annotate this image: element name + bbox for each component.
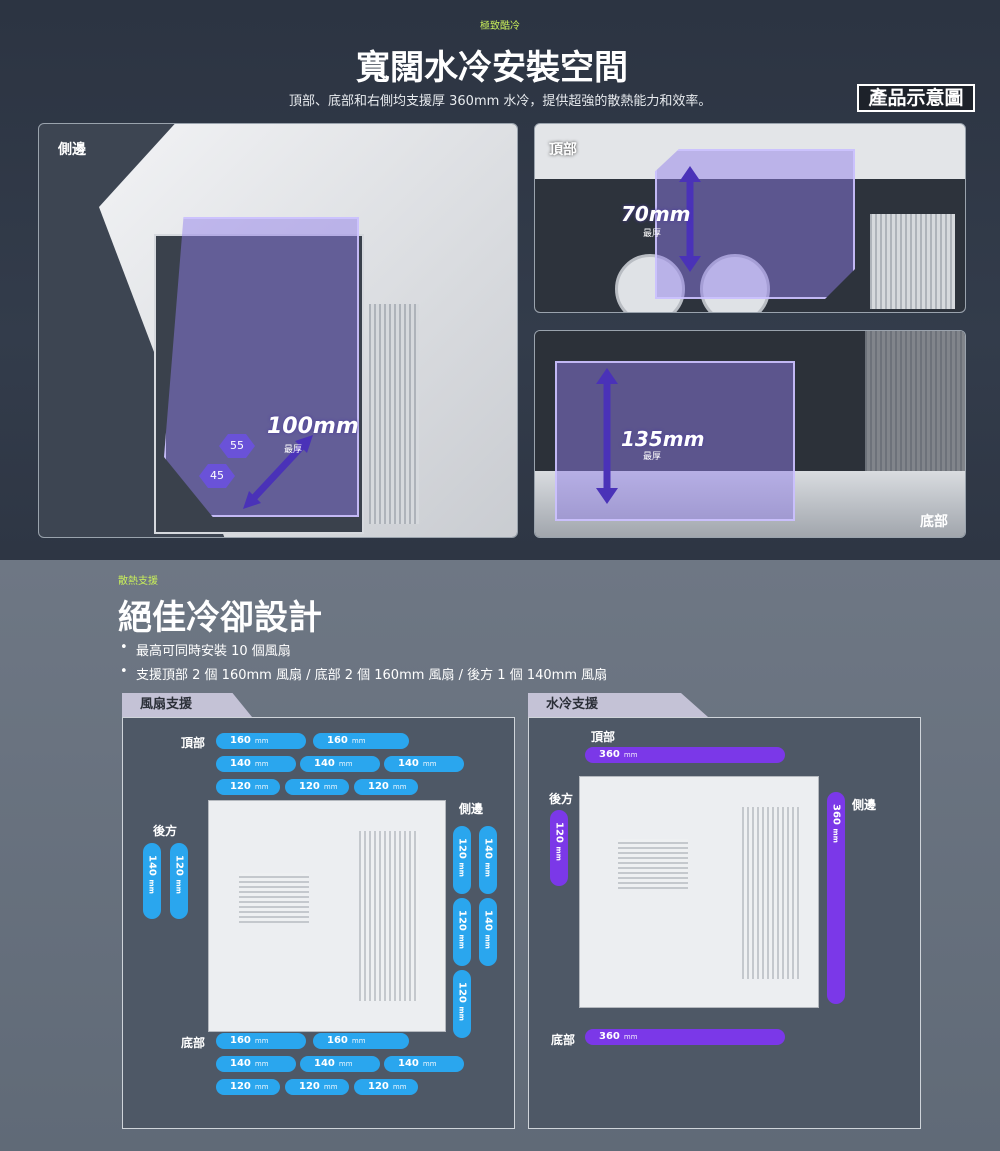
- section-title: 寬闊水冷安裝空間: [356, 48, 628, 88]
- photo-label-side: 側邊: [58, 142, 86, 158]
- case-diagram-water: [579, 776, 819, 1008]
- fan-pill-side-120: 120 mm: [453, 826, 471, 894]
- photo-label-top: 頂部: [549, 142, 577, 158]
- fan-rear-label: 後方: [153, 824, 178, 838]
- photo-label-bottom: 底部: [920, 514, 948, 530]
- water-rear-label: 後方: [549, 792, 574, 806]
- radiator-volume-bottom: [555, 361, 795, 521]
- cooling-section: 散熱支援 絕佳冷卻設計 最高可同時安裝 10 個風扇 支援頂部 2 個 160m…: [0, 560, 1000, 1151]
- water-top-label: 頂部: [591, 730, 616, 744]
- fan-top-label: 頂部: [181, 736, 206, 750]
- hex-45: 45: [199, 464, 235, 488]
- case-grille: [369, 304, 419, 524]
- diagram-mesh: [618, 839, 688, 889]
- side-radiator-photo: 側邊 100mm 最厚 55 45: [38, 123, 518, 538]
- dim-sub-bottom: 最厚: [643, 452, 662, 462]
- bottom-grille: [865, 331, 965, 471]
- fan-pill-side-140: 140 mm: [479, 826, 497, 894]
- dim-sub-side: 最厚: [284, 445, 303, 455]
- tab-fan-support[interactable]: 風扇支援: [122, 693, 252, 717]
- water-bottom-label: 底部: [551, 1033, 576, 1047]
- dim-70mm: 70mm: [621, 202, 691, 226]
- fan-bottom-label: 底部: [181, 1036, 206, 1050]
- thickness-arrow-side: [243, 435, 313, 509]
- case-interior: [154, 234, 364, 534]
- fan-right: [700, 254, 770, 312]
- hex-55: 55: [219, 434, 255, 458]
- bullet-item: 最高可同時安裝 10 個風扇: [120, 640, 291, 659]
- thickness-arrow-top: [679, 166, 701, 272]
- case-diagram-fan: [208, 800, 446, 1032]
- top-radiator-photo: 頂部 70mm 最厚: [534, 123, 966, 313]
- bullet-item: 支援頂部 2 個 160mm 風扇 / 底部 2 個 160mm 風扇 / 後方…: [120, 664, 607, 683]
- water-side-label: 側邊: [852, 798, 877, 812]
- water-cooling-section: 極致酷冷 寬闊水冷安裝空間 頂部、底部和右側均支援厚 360mm 水冷，提供超強…: [0, 0, 1000, 560]
- illustration-badge: 產品示意圖: [857, 84, 975, 112]
- diagram-mesh: [239, 873, 309, 923]
- dim-135mm: 135mm: [621, 427, 705, 451]
- bottom-radiator-photo: 135mm 最厚 底部: [534, 330, 966, 538]
- tab-water-support[interactable]: 水冷支援: [528, 693, 708, 717]
- cooling-title: 絕佳冷卻設計: [118, 598, 322, 638]
- fan-pill-side-120: 120 mm: [453, 970, 471, 1038]
- fan-pill-rear-140: 140 mm: [143, 843, 161, 919]
- fan-pill-rear-120: 120 mm: [170, 843, 188, 919]
- fan-pill-side-120: 120 mm: [453, 898, 471, 966]
- diagram-grille: [359, 831, 419, 1001]
- fan-side-label: 側邊: [459, 802, 484, 816]
- section-eyebrow: 極致酷冷: [480, 21, 520, 32]
- top-grille: [870, 214, 955, 309]
- cooling-eyebrow: 散熱支援: [118, 576, 158, 587]
- dim-sub-top: 最厚: [643, 229, 662, 239]
- water-pill-side-360: 360 mm: [827, 792, 845, 1004]
- fan-pill-side-140: 140 mm: [479, 898, 497, 966]
- diagram-grille: [742, 807, 800, 979]
- fan-left: [615, 254, 685, 312]
- thickness-arrow-bottom: [596, 368, 618, 504]
- section-subtitle: 頂部、底部和右側均支援厚 360mm 水冷，提供超強的散熱能力和效率。: [289, 94, 712, 109]
- water-pill-rear-120: 120 mm: [550, 810, 568, 886]
- dim-100mm: 100mm: [267, 414, 359, 439]
- radiator-volume-side: [164, 217, 359, 517]
